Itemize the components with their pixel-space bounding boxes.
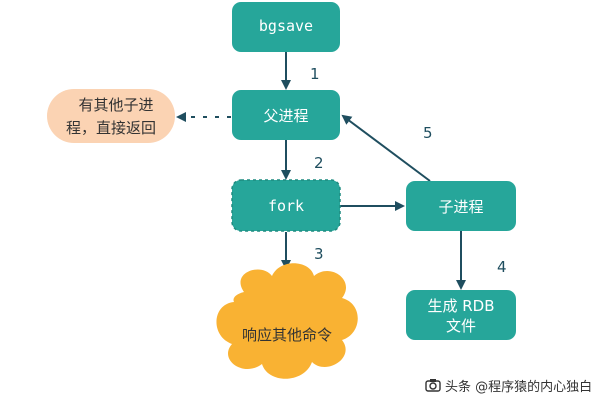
rdb-file-node [406,290,516,340]
step-number-2: 2 [314,154,324,172]
step-number-5: 5 [423,124,433,142]
child-process-node [406,181,516,231]
parent-process-label: 父进程 [263,107,308,125]
rdb-file-label-line2: 文件 [446,317,476,335]
rdb-file-label-line1-text: 生成 RDB [427,297,494,315]
arrow-child-to-parent [341,114,431,182]
fork-label: fork [268,197,304,215]
child-process-label: 子进程 [438,198,483,216]
camera-logo-icon [425,379,441,392]
bgsave-label: bgsave [259,17,313,35]
rdb-file-label-line1: 生成 RDB [427,297,494,315]
respond-cloud-label: 响应其他命令 [242,326,332,344]
fork-node [231,179,341,232]
note-label-line1: 有其他子进 [78,96,153,114]
bgsave-node [232,2,340,52]
respond-cloud-shape [216,263,358,379]
step-number-4: 4 [497,258,507,276]
watermark-text: 头条 @程序猿的内心独白 [445,379,592,395]
watermark: 头条 @程序猿的内心独白 [425,379,592,395]
note-box [47,89,175,143]
note-label-line2: 程，直接返回 [66,119,156,137]
step-number-1: 1 [310,65,320,83]
parent-process-node [232,90,340,140]
step-number-3: 3 [314,245,324,263]
